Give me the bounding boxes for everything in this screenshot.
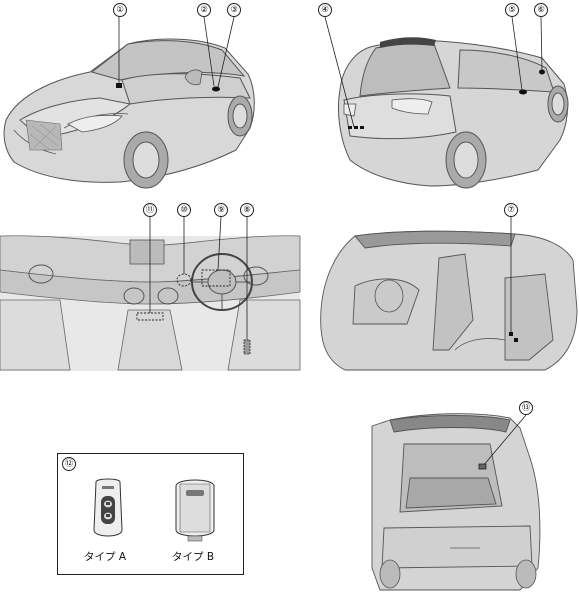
interior-illustration [320,217,578,371]
callout-10: ⑩ [177,203,191,217]
callout-9: ⑨ [214,203,228,217]
callout-4: ④ [318,3,332,17]
callout-12: ⑫ [62,457,76,471]
callout-3: ③ [227,3,241,17]
dashboard-illustration [0,216,301,371]
callout-11: ⑪ [143,203,157,217]
key-types-box: タイプ A タイプ B [57,453,244,575]
key-type-a-label: タイプ A [84,551,127,563]
callout-1: ① [113,3,127,17]
car-rear-illustration [324,16,569,189]
car-front-illustration [3,16,255,189]
key-type-a-icon [93,478,123,537]
callout-6: ⑥ [534,3,548,17]
callout-7: ⑦ [504,203,518,217]
callout-13: ⑬ [519,401,533,415]
callout-8: ⑧ [240,203,254,217]
key-type-b-icon [175,479,215,542]
callout-5: ⑤ [505,3,519,17]
luggage-illustration [371,413,541,591]
key-type-b-label: タイプ B [172,551,215,563]
callout-2: ② [197,3,211,17]
